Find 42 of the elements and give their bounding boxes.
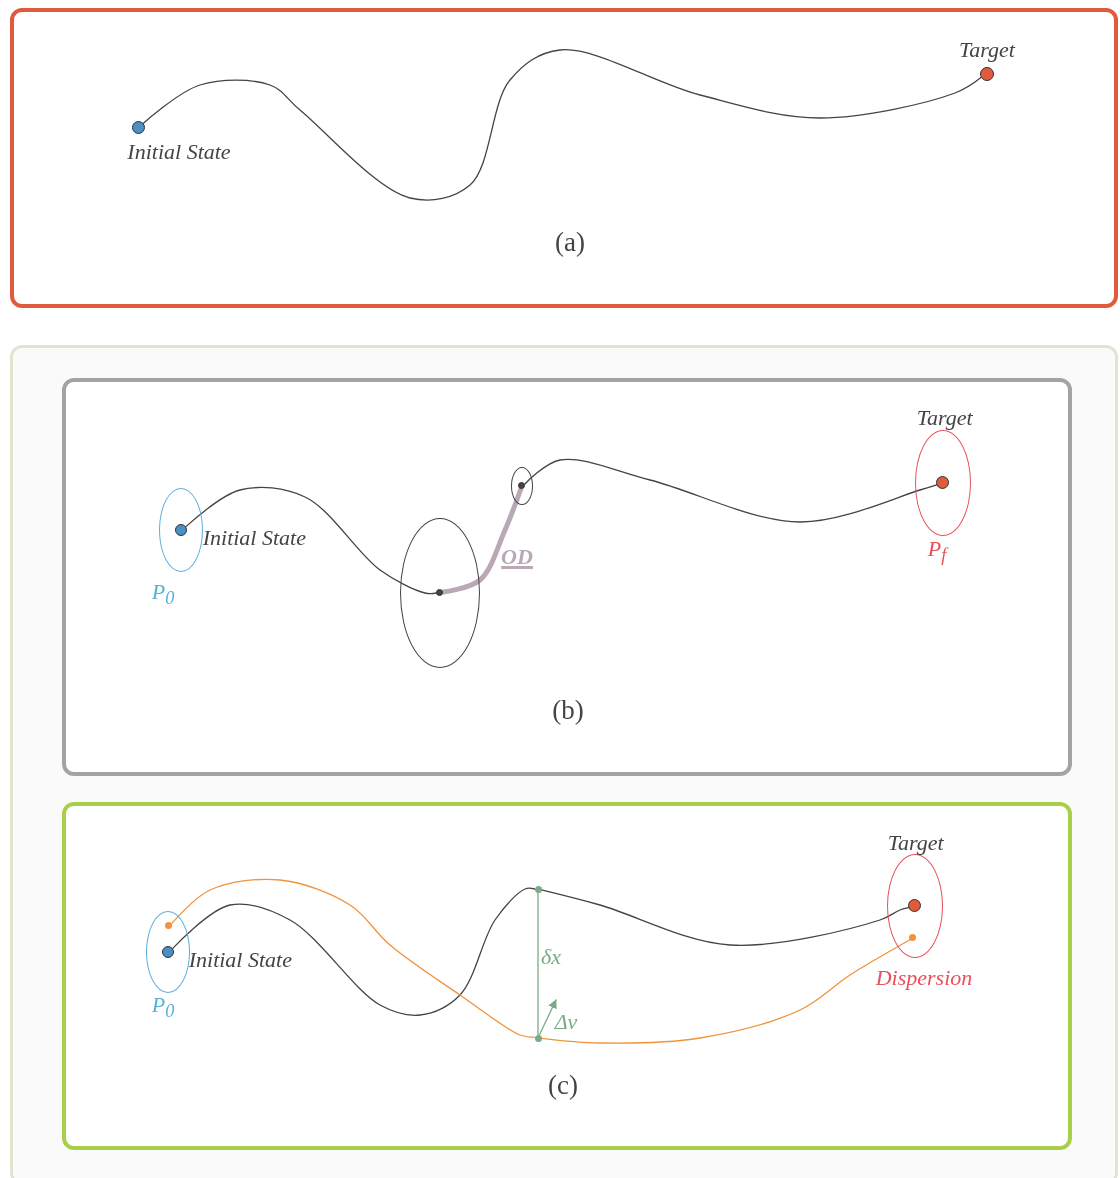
point-label: Initial State — [202, 526, 306, 549]
trajectory-line — [540, 889, 910, 946]
state-point — [980, 67, 994, 81]
point-label: Target — [916, 406, 973, 429]
trajectory-line — [524, 458, 938, 523]
state-point — [165, 922, 173, 930]
edge-label: OD — [501, 546, 533, 568]
panel — [10, 8, 1118, 308]
state-point — [936, 476, 950, 490]
arrow — [538, 999, 557, 1036]
state-point — [909, 934, 917, 942]
state-point — [174, 523, 187, 536]
state-point — [534, 1034, 542, 1042]
point-label: P$_{f}$ — [927, 537, 947, 565]
point-label: P$_{0}$ — [151, 993, 175, 1021]
point-label: P$_{0}$ — [151, 580, 175, 608]
trajectory-line — [185, 486, 438, 595]
edge-label: Δv — [554, 1011, 578, 1033]
trajectory-line — [540, 939, 911, 1044]
point-label: Initial State — [188, 948, 292, 971]
state-point — [534, 885, 542, 893]
state-point — [908, 899, 922, 913]
trajectory-line — [171, 878, 536, 1039]
edge-label: δx — [541, 946, 561, 968]
panel — [62, 378, 1072, 776]
panel-caption: (c) — [548, 1072, 578, 1099]
panel-caption: (b) — [552, 697, 584, 724]
trajectory-line — [537, 891, 539, 1036]
panel-caption: (a) — [555, 229, 585, 256]
panel — [62, 802, 1072, 1150]
trajectory-line — [172, 887, 536, 1016]
state-point — [518, 482, 526, 490]
group-panel — [10, 345, 1118, 1178]
state-point — [131, 120, 145, 134]
point-label: Target — [887, 831, 944, 854]
state-point — [436, 589, 444, 597]
trajectory-line — [440, 486, 524, 595]
point-label: Dispersion — [875, 967, 973, 989]
point-label: Initial State — [127, 141, 231, 163]
point-label: Target — [959, 39, 1015, 61]
trajectory-line — [142, 49, 982, 201]
state-point — [161, 945, 174, 958]
